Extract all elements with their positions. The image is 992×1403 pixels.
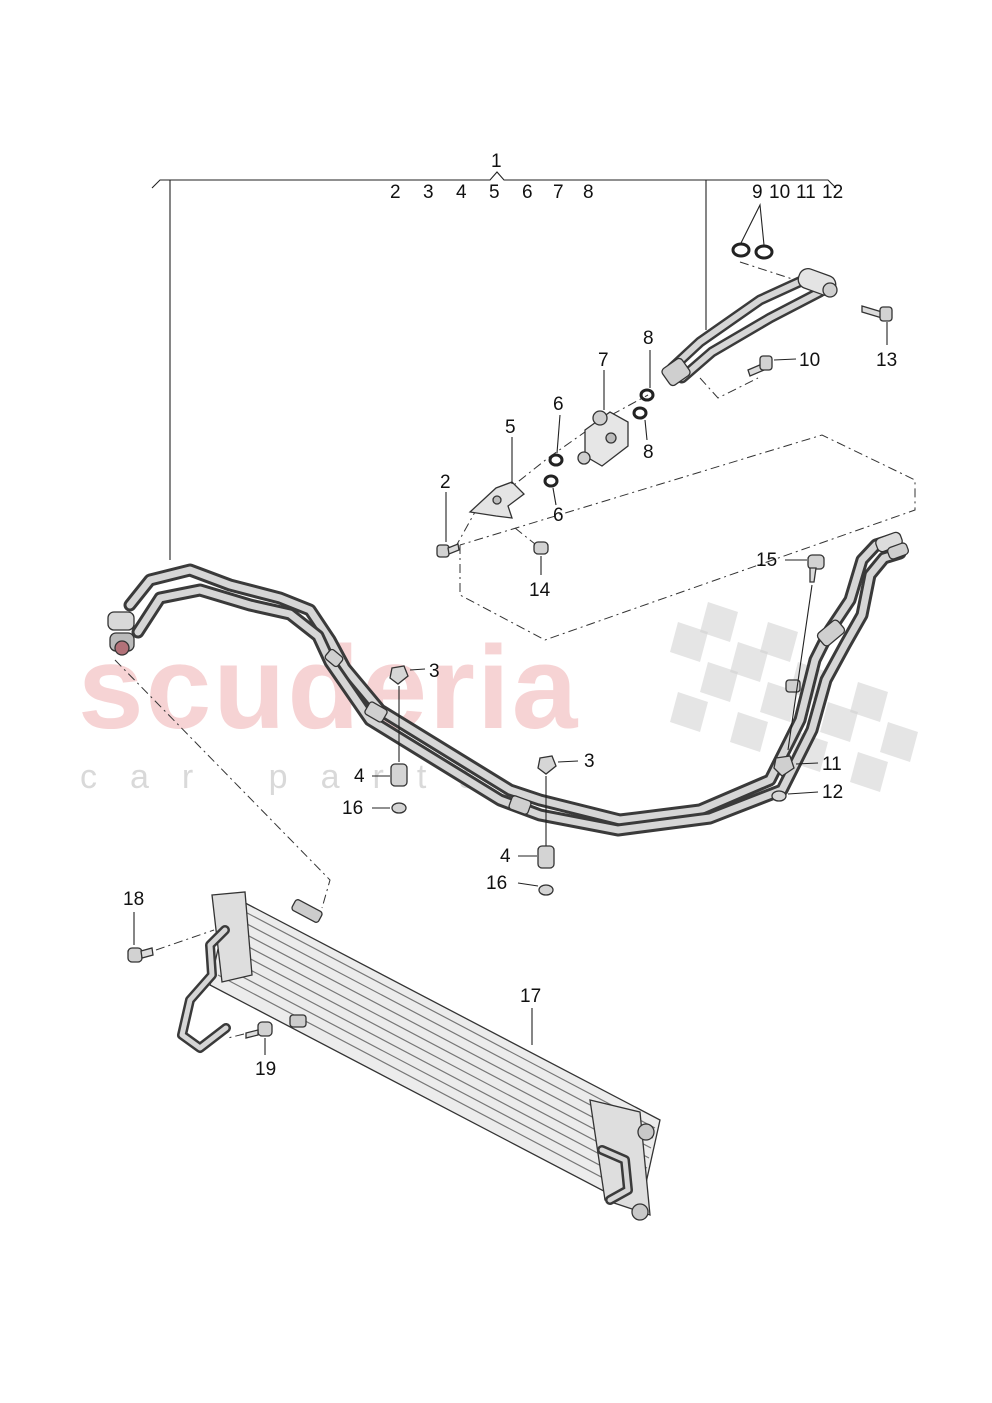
bracket-item-4: 4 xyxy=(456,182,467,203)
screw-14 xyxy=(533,541,549,575)
callout-8-top: 8 xyxy=(643,328,654,349)
bracket-item-2: 2 xyxy=(390,182,401,203)
bracket-item-10: 10 xyxy=(769,182,790,203)
callout-4-center: 4 xyxy=(500,846,511,867)
bracket-item-8: 8 xyxy=(583,182,594,203)
callout-6-top: 6 xyxy=(553,394,564,415)
callout-5: 5 xyxy=(505,417,516,438)
label-assembly: 1 xyxy=(491,151,502,172)
valve-block-7 xyxy=(577,370,629,467)
callout-4-left: 4 xyxy=(354,766,365,787)
callout-10: 10 xyxy=(799,350,820,371)
bracket-item-3: 3 xyxy=(423,182,434,203)
callout-12: 12 xyxy=(822,782,843,803)
callout-6-bottom: 6 xyxy=(553,505,564,526)
bolt-2 xyxy=(436,492,460,558)
bolt-13 xyxy=(861,305,893,345)
mounting-bracket-5 xyxy=(468,437,525,519)
bracket-item-7: 7 xyxy=(553,182,564,203)
o-ring-9a xyxy=(731,242,751,258)
o-rings-9 xyxy=(731,203,774,260)
assembly-bracket: 1 2 3 4 5 6 7 8 9 10 11 12 xyxy=(151,151,843,560)
mount-right xyxy=(771,755,819,802)
bracket-item-6: 6 xyxy=(522,182,533,203)
callout-8-bottom: 8 xyxy=(643,442,654,463)
bracket-item-5: 5 xyxy=(489,182,500,203)
callout-7: 7 xyxy=(598,350,609,371)
callout-labels: 8 7 6 5 10 13 8 6 2 14 15 3 4 16 3 11 12… xyxy=(123,328,897,1080)
callout-3-left: 3 xyxy=(429,661,440,682)
callout-3-center: 3 xyxy=(584,751,595,772)
o-rings-8 xyxy=(632,350,655,441)
callout-15: 15 xyxy=(756,550,777,571)
callout-2: 2 xyxy=(440,472,451,493)
upper-pipe-assembly xyxy=(661,267,838,387)
watermark-tagline: car parts xyxy=(80,758,509,796)
bolt-19 xyxy=(227,1021,273,1055)
bracket-item-11: 11 xyxy=(796,182,816,203)
callout-16-center: 16 xyxy=(486,873,507,894)
o-ring-9b xyxy=(754,244,774,260)
callout-13: 13 xyxy=(876,350,897,371)
callout-17: 17 xyxy=(520,986,541,1007)
bracket-item-12: 12 xyxy=(822,182,843,203)
callout-19: 19 xyxy=(255,1059,276,1080)
callout-18: 18 xyxy=(123,889,144,910)
callout-14: 14 xyxy=(529,580,551,601)
mount-left xyxy=(372,665,426,814)
o-rings-6 xyxy=(543,414,564,506)
callout-11: 11 xyxy=(822,754,842,775)
bracket-item-9: 9 xyxy=(752,182,763,203)
bolt-15 xyxy=(785,554,825,751)
main-oil-lines xyxy=(107,531,909,837)
bolt-10 xyxy=(747,355,797,377)
mount-center xyxy=(517,755,579,896)
callout-16-left: 16 xyxy=(342,798,363,819)
checkered-flag-logo xyxy=(670,602,918,792)
oil-cooler-17 xyxy=(177,891,661,1221)
bolt-18 xyxy=(127,912,215,963)
